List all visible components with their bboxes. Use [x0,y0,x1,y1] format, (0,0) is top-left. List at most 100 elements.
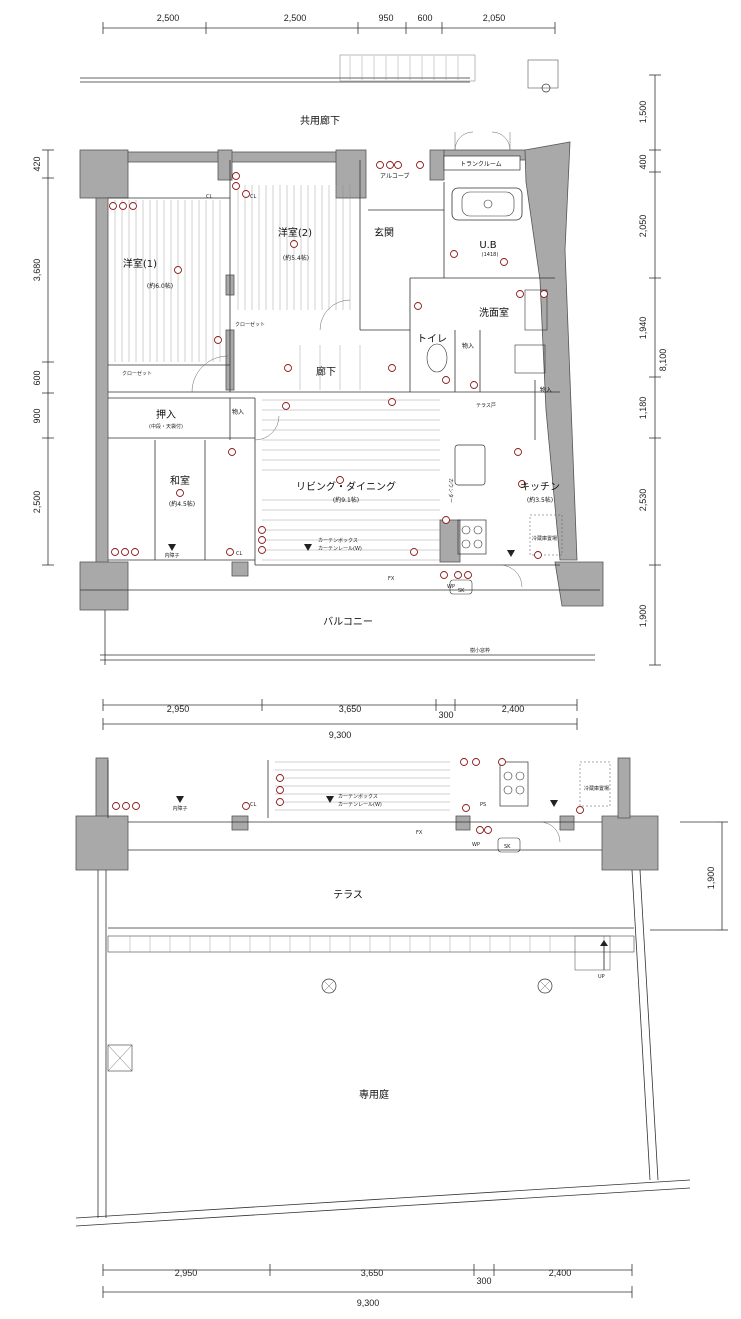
terrace-label: テラス [333,889,363,901]
cl-label-3: CL [236,551,242,557]
right-dim-3: 2,050 [638,215,648,238]
upper-dim-4: 2,400 [502,704,525,714]
top-dim-3: 950 [378,13,393,23]
lower-curtain-rail-label: カーテンレール(W) [338,802,382,808]
upper-dim-3: 300 [438,710,453,720]
top-dim-2: 2,500 [284,13,307,23]
lower-curtain-label: カーテンボックス [338,793,378,800]
right-dim-1: 1,500 [638,101,648,124]
garden-label: 専用庭 [359,1088,389,1101]
equipment-markers [109,161,548,579]
floor-boards-ldk [262,345,440,561]
oshiire-label: 押入 [156,408,176,421]
right-dim-2: 400 [638,154,648,169]
entrance-label: 玄関 [374,226,394,239]
lower-fx-label: FX [416,830,423,836]
right-dim-6: 2,530 [638,489,648,512]
alcove-label: アルコーブ [380,172,409,180]
trunk-room-label: トランクルーム [460,161,502,168]
floor-boards-western1 [114,200,221,362]
left-dim-2: 3,680 [32,259,42,282]
lower-bottom-dimension-line: 2,950 3,650 300 2,400 9,300 [102,1264,633,1308]
common-corridor-rail [80,54,559,93]
ldk-size: (約9.1帖) [333,496,359,504]
closet-label-2: クローゼット [235,321,265,328]
closet-label-1: クローゼット [122,370,152,377]
wp-label-top: WP [447,584,455,590]
curtain-label: カーテンボックス [318,537,358,544]
upper-bottom-dimension-line: 2,950 3,650 300 2,400 9,300 [102,699,578,740]
left-dim-5: 2,500 [32,491,42,514]
lower-fixtures [321,761,611,994]
hedge-note: 樹小窓枠 [470,647,490,654]
exterior-walls [79,141,604,611]
lower-wp-label: WP [472,842,480,848]
left-dim-1: 420 [32,156,42,171]
counter-label: カウンター [447,478,454,503]
lower-sk-label: SK [504,844,511,850]
left-dim-3: 600 [32,370,42,385]
upper-dim-total: 9,300 [329,730,352,740]
lower-plan-walls [75,757,691,1227]
hallway-label: 廊下 [316,365,336,378]
top-dim-1: 2,500 [157,13,180,23]
lower-inner-shoji-label: 内障子 [172,805,187,812]
sk-label-top: SK [458,588,465,594]
storage-label-2: 物入 [232,408,244,416]
washitsu-size: (約4.5帖) [169,500,195,508]
terrace-door-label: テラス戸 [476,403,496,409]
fx-label-top: FX [388,576,395,582]
left-dim-4: 900 [32,408,42,423]
top-dim-5: 2,050 [483,13,506,23]
toilet-label: トイレ [417,334,447,345]
washroom-label: 洗面室 [479,306,509,319]
western2-label: 洋室(2) [278,226,312,239]
floor-boards-lower-ldk [275,761,450,811]
fixtures [426,289,563,595]
balcony-label: バルコニー [323,616,373,628]
cl-label-2: CL [250,194,256,200]
western1-size: (約6.0帖) [147,282,173,290]
lower-fridge-label: 冷蔵庫置場 [584,785,609,792]
ub-label: U.B [479,240,496,251]
kitchen-size: (約3.5帖) [527,496,553,504]
floor-boards-western2 [237,185,351,310]
up-label: UP [598,974,605,980]
bathtub [451,187,523,221]
top-dimension-line: 2,500 2,500 950 600 2,050 [102,13,556,34]
lower-dim-4: 2,400 [549,1268,572,1278]
inner-shoji-label: 内障子 [164,552,179,559]
lower-dim-3: 300 [476,1276,491,1286]
lower-right-dim: 1,900 [706,867,716,890]
lower-dim-2: 3,650 [361,1268,384,1278]
lower-dim-total: 9,300 [357,1298,380,1308]
right-dimension-line: 1,500 400 2,050 1,940 1,180 2,530 1,900 … [638,74,668,666]
right-dim-5: 1,180 [638,397,648,420]
right-dim-7: 1,900 [638,605,648,628]
top-dim-4: 600 [417,13,432,23]
right-dim-4: 1,940 [638,317,648,340]
ub-size: (1418) [482,252,499,258]
lower-right-dimension-line: 1,900 [650,821,728,931]
common-corridor-label: 共用廊下 [300,114,340,127]
washitsu-label: 和室 [170,474,190,487]
fridge-label: 冷蔵庫置場 [532,535,557,542]
left-dimension-line: 420 3,680 600 900 2,500 [32,149,54,566]
lower-ps-label: PS [480,802,486,808]
terrace-deck-slats [129,936,551,952]
cl-label-1: CL [206,194,212,200]
right-dim-total: 8,100 [658,349,668,372]
interior-walls [80,160,600,665]
lower-equipment-markers [112,758,584,834]
western2-size: (約5.4帖) [283,254,309,262]
western1-label: 洋室(1) [123,257,157,270]
ldk-label: リビング・ダイニング [296,480,396,493]
lower-cl-label: CL [250,802,256,808]
lower-labels: 内障子 カーテンボックス カーテンレール(W) CL FX WP SK PS 冷… [172,785,609,1101]
storage-label-1: 物入 [462,342,474,350]
lower-dim-1: 2,950 [175,1268,198,1278]
upper-dim-2: 3,650 [339,704,362,714]
storage-label-3: 物入 [540,386,552,394]
